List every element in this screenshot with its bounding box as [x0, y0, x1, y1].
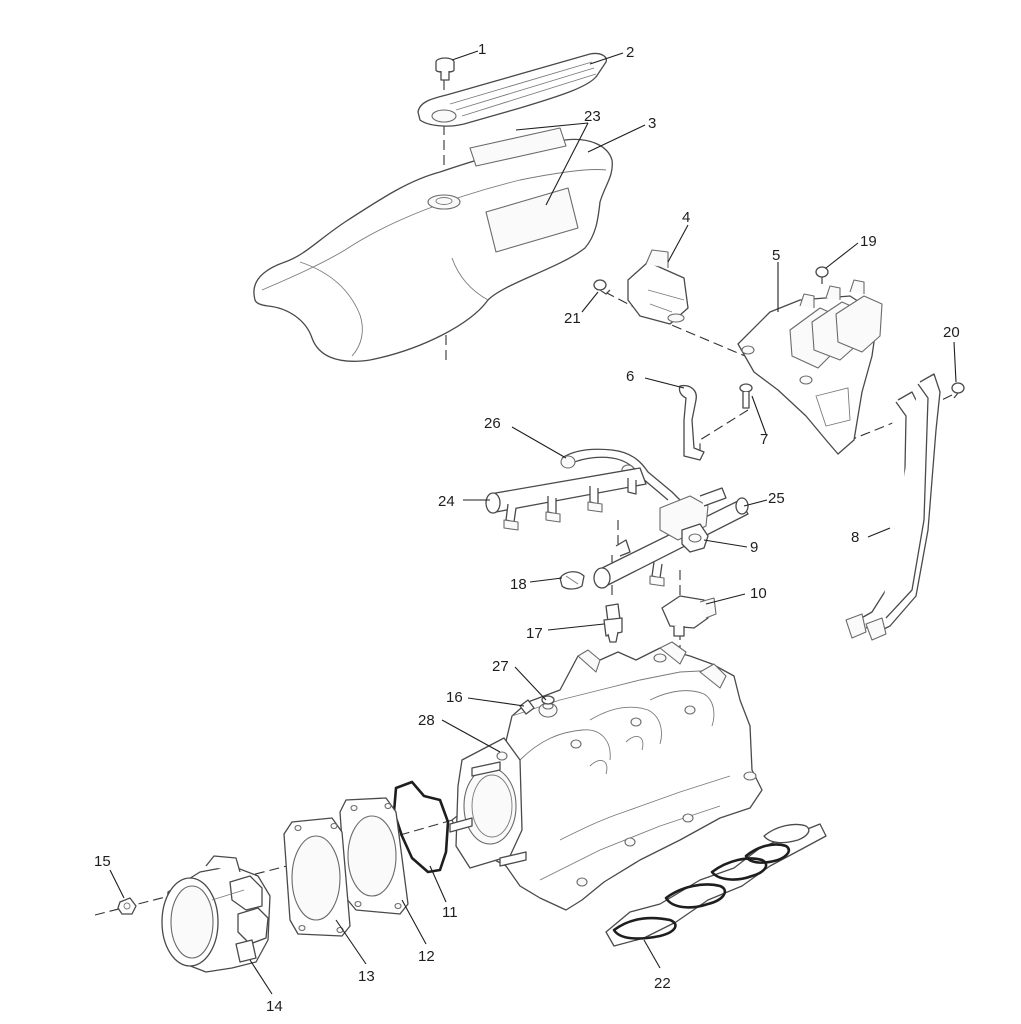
injector-clip: [559, 571, 585, 590]
callout-1: 1: [478, 41, 486, 58]
callout-26: 26: [484, 415, 501, 432]
callout-3: 3: [648, 115, 656, 132]
coil-pack-bracket: [737, 279, 883, 455]
throttle-body-flange: [449, 737, 527, 869]
callout-16: 16: [446, 689, 463, 706]
throttle-gasket-plate: [339, 797, 409, 915]
callout-2: 2: [626, 44, 634, 61]
coil-bolt-left: [593, 279, 611, 295]
callout-18: 18: [510, 576, 527, 593]
throttle-spacer-plate: [283, 817, 351, 937]
throttle-body-oring: [392, 780, 450, 874]
coil-bolt-top: [815, 266, 829, 284]
fuel-pressure-line: [678, 384, 705, 461]
intake-manifold: [451, 641, 763, 911]
callout-13: 13: [358, 968, 375, 985]
callout-20: 20: [943, 324, 960, 341]
throttle-body: [161, 855, 271, 973]
fuel-rail-left: [485, 467, 647, 531]
map-sensor: [661, 595, 717, 637]
callout-12: 12: [418, 948, 435, 965]
callout-24: 24: [438, 493, 455, 510]
callout-7: 7: [760, 431, 768, 448]
throttle-body-nut: [117, 897, 137, 915]
callout-10: 10: [750, 585, 767, 602]
leader-lines: [109, 50, 957, 995]
cover-bolt: [435, 57, 455, 81]
fuel-injector: [603, 603, 623, 643]
callout-4: 4: [682, 209, 690, 226]
rail-bolt: [739, 383, 753, 409]
callout-8: 8: [851, 529, 859, 546]
engine-cover: [253, 127, 613, 362]
callout-14: 14: [266, 998, 283, 1015]
callout-28: 28: [418, 712, 435, 729]
callout-11: 11: [442, 904, 458, 921]
callout-17: 17: [526, 625, 543, 642]
callout-23: 23: [584, 108, 601, 125]
callout-6: 6: [626, 368, 634, 385]
callout-9: 9: [750, 539, 758, 556]
coil-bolt-right: [951, 382, 965, 399]
callout-numbers: 1 2 3 4 5 6 7 8 9 10 11 12 13 14 15 16 1…: [94, 41, 960, 1015]
ignition-coil: [627, 249, 689, 325]
callout-27: 27: [492, 658, 509, 675]
fuel-pressure-regulator: [681, 523, 709, 553]
fuel-rail-right: [593, 487, 749, 589]
manifold-fittings: [519, 695, 555, 715]
cover-trim-plate: [417, 52, 607, 127]
callout-15: 15: [94, 853, 111, 870]
callout-21: 21: [564, 310, 581, 327]
callout-19: 19: [860, 233, 877, 250]
spark-plug-wires: [845, 373, 941, 641]
callout-22: 22: [654, 975, 671, 992]
callout-25: 25: [768, 490, 785, 507]
manifold-gasket: [605, 823, 827, 947]
callout-5: 5: [772, 247, 780, 264]
